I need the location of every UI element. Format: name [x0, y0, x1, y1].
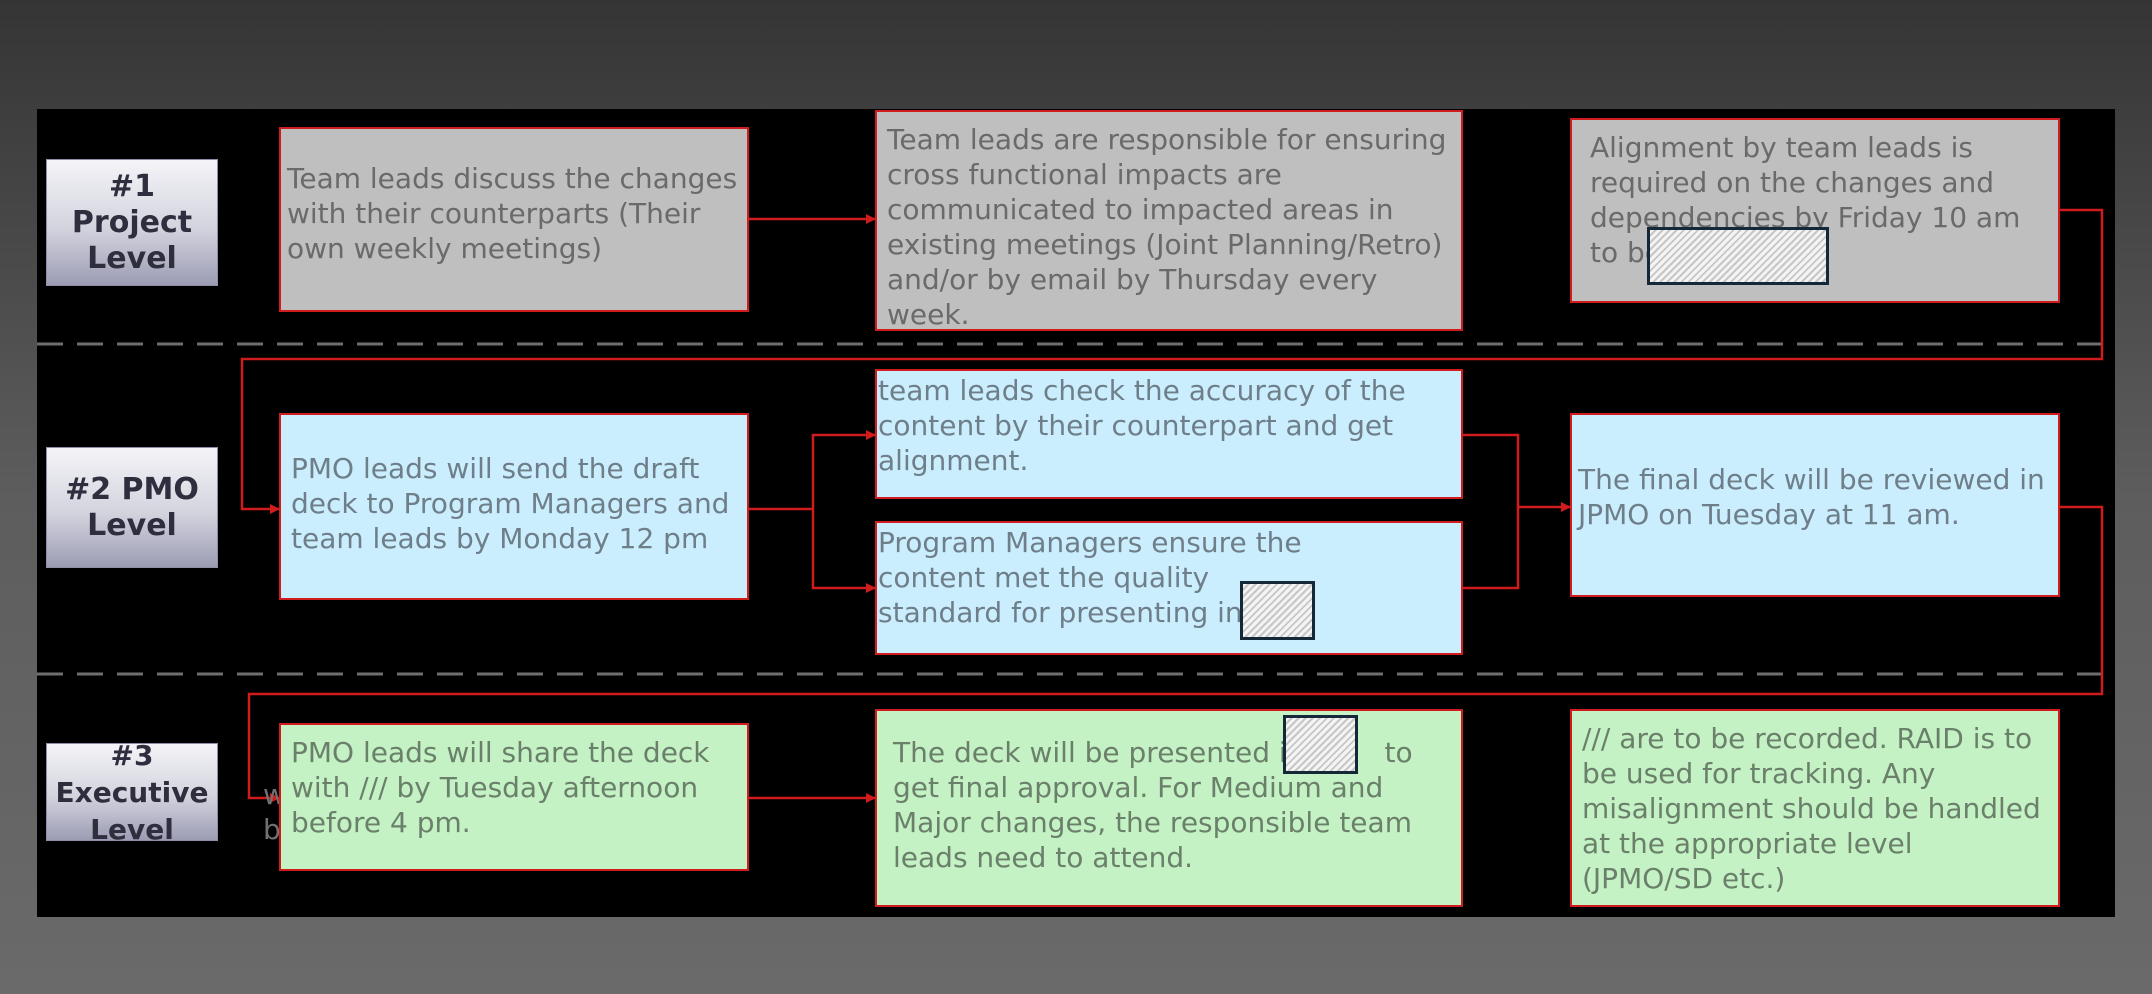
box-discuss-changes: Team leads discuss the changes with thei… [279, 127, 749, 312]
box-present-deck: The deck will be presented in to get fin… [875, 709, 1463, 907]
lane-label-executive: #3 Executive Level [46, 739, 218, 846]
redacted-image [1647, 227, 1829, 285]
partial-text-b: b [263, 813, 281, 846]
lane-label-project: #1 Project Level [46, 159, 218, 286]
box-send-draft-deck: PMO leads will send the draft deck to Pr… [279, 413, 749, 600]
lane-label-pmo: #2 PMO Level [46, 447, 218, 568]
box-cross-functional-impacts: Team leads are responsible for ensuring … [875, 110, 1463, 331]
redacted-image [1240, 581, 1315, 640]
arrow-alignment-to-send [240, 208, 2104, 514]
box-share-deck: PMO leads will share the deck with /// b… [279, 723, 749, 871]
redacted-image [1283, 715, 1358, 774]
arrow-final-to-share [247, 505, 2104, 803]
box-check-accuracy: team leads check the accuracy of the con… [875, 369, 1463, 499]
arrow-send-to-quality [811, 509, 876, 593]
diagram-canvas: #1 Project Level #2 PMO Level #3 Executi… [37, 109, 2115, 917]
box-quality-standard: Program Managers ensure the content met … [875, 521, 1463, 655]
connector-check-out [1463, 433, 1520, 590]
connectors-layer [37, 208, 2115, 803]
box-final-deck-review: The final deck will be reviewed in JPMO … [1570, 413, 2060, 597]
box-raid-recording: /// are to be recorded. RAID is to be us… [1570, 709, 2060, 907]
arrow-send-to-check [811, 430, 876, 509]
